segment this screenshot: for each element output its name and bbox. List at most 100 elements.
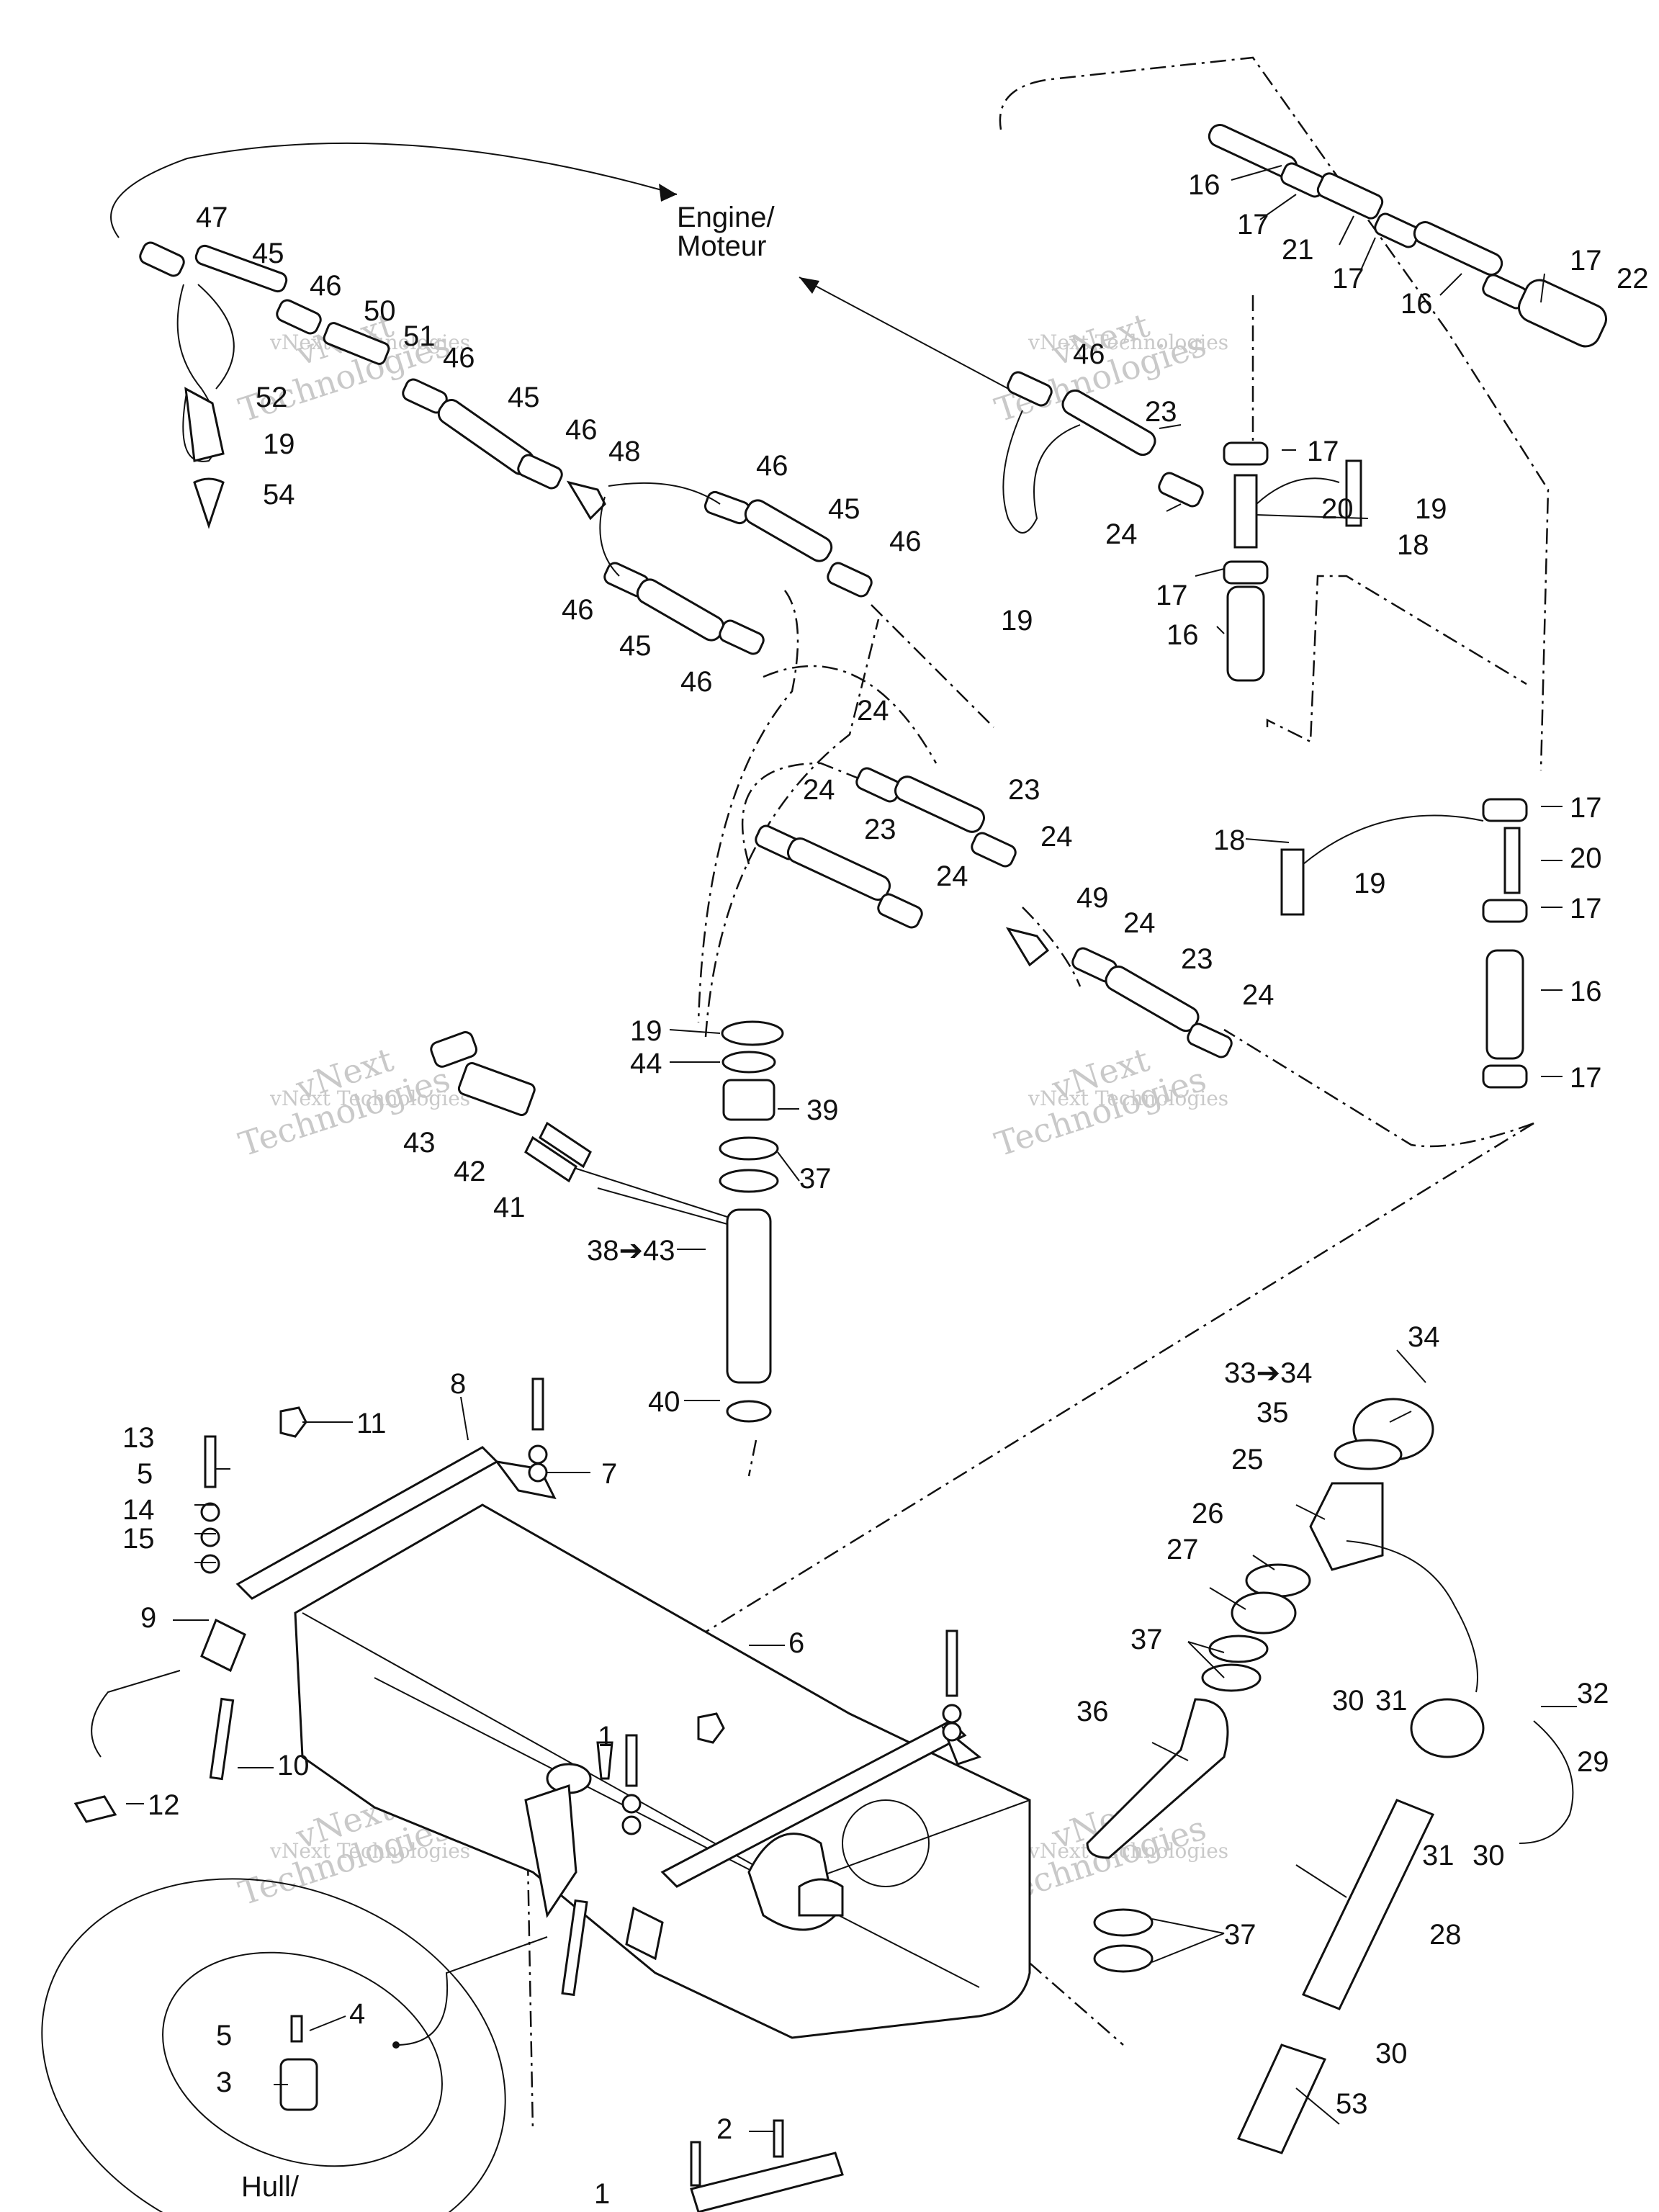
callout-40: 40: [648, 1386, 680, 1418]
callout-23: 23: [1008, 774, 1040, 806]
callout-27: 27: [1166, 1534, 1199, 1565]
callout-17: 17: [1307, 436, 1339, 467]
engine-arrows: [110, 142, 1016, 393]
callout-19: 19: [1354, 868, 1386, 899]
callout-6: 6: [788, 1627, 804, 1659]
callout-16: 16: [1401, 288, 1433, 320]
callout-37: 37: [799, 1163, 832, 1195]
callout-46: 46: [565, 414, 598, 446]
engine-label-line1: Engine/: [677, 202, 775, 233]
callout-18: 18: [1213, 824, 1246, 856]
callout-49: 49: [1076, 882, 1109, 914]
callout-2: 2: [716, 2113, 732, 2145]
callout-46: 46: [562, 594, 594, 626]
callout-17: 17: [1570, 1062, 1602, 1094]
callout-23: 23: [1145, 396, 1177, 428]
callout-7: 7: [601, 1458, 617, 1490]
callout-52: 52: [256, 382, 288, 413]
callout-46: 46: [310, 270, 342, 302]
callout-16: 16: [1188, 169, 1220, 201]
callout-46: 46: [680, 666, 713, 698]
callout-46: 46: [1073, 338, 1105, 370]
watermark-text: vNext Technologies: [1028, 1087, 1228, 1110]
callout-29: 29: [1577, 1746, 1609, 1778]
callout-16: 16: [1570, 976, 1602, 1007]
callout-4: 4: [349, 1998, 365, 2030]
callout-31: 31: [1422, 1840, 1455, 1871]
callout-24: 24: [1123, 907, 1156, 939]
callout-24: 24: [1105, 518, 1138, 550]
callout-5: 5: [137, 1458, 153, 1490]
callout-30: 30: [1473, 1840, 1505, 1871]
callout-24: 24: [1040, 821, 1073, 853]
callout-19: 19: [263, 428, 295, 460]
callout-35: 35: [1256, 1397, 1289, 1429]
watermark-text: vNext Technologies: [1028, 1839, 1228, 1863]
engine-label: Engine/ Moteur: [677, 202, 775, 262]
callout-33-34: 33➔34: [1224, 1357, 1313, 1389]
callout-46: 46: [756, 450, 788, 482]
watermark-text: vNext Technologies: [269, 1087, 470, 1110]
callout-17: 17: [1570, 893, 1602, 925]
callout-24: 24: [857, 695, 889, 727]
callout-3: 3: [216, 2067, 232, 2098]
callout-24: 24: [936, 860, 968, 892]
callout-30: 30: [1375, 2038, 1408, 2069]
callout-44: 44: [630, 1048, 662, 1079]
fuel-pickup-assembly: [430, 1020, 784, 1423]
callout-5: 5: [216, 2020, 232, 2051]
callout-14: 14: [122, 1494, 155, 1526]
callout-17: 17: [1570, 792, 1602, 824]
callout-20: 20: [1321, 493, 1354, 525]
fuel-tank: [294, 1503, 1031, 2039]
callout-45: 45: [619, 630, 652, 662]
vent-hose-assembly-right: [1002, 124, 1607, 682]
middle-hose-assembly: [755, 767, 1528, 1089]
callout-48: 48: [608, 436, 641, 467]
callout-45: 45: [828, 493, 860, 525]
callout-numbers: 47 45 46 50 51 46 52 19 54 45 46 48 46 4…: [122, 169, 1649, 2210]
callout-30: 30: [1332, 1685, 1364, 1717]
callout-16: 16: [1166, 619, 1199, 651]
callout-17: 17: [1237, 209, 1269, 240]
callout-23: 23: [864, 814, 896, 845]
callout-9: 9: [140, 1602, 156, 1634]
callout-24: 24: [803, 774, 835, 806]
callout-32: 32: [1577, 1678, 1609, 1709]
callout-46: 46: [443, 342, 475, 374]
callout-47: 47: [196, 202, 228, 233]
callout-42: 42: [454, 1156, 486, 1187]
callout-45: 45: [508, 382, 540, 413]
watermark-text: vNext Technologies: [1028, 331, 1228, 354]
callout-43: 43: [403, 1127, 436, 1159]
fasteners: [73, 1377, 962, 1835]
callout-12: 12: [148, 1789, 180, 1821]
callout-28: 28: [1429, 1919, 1462, 1951]
callout-8: 8: [450, 1368, 466, 1400]
callout-17: 17: [1570, 245, 1602, 276]
callout-1: 1: [598, 1721, 613, 1753]
callout-45: 45: [252, 238, 284, 269]
watermark-text: vNext Technologies: [269, 1839, 470, 1863]
callout-38-43: 38➔43: [587, 1235, 675, 1267]
callout-51: 51: [403, 320, 436, 352]
callout-17: 17: [1156, 580, 1188, 611]
callout-19: 19: [1001, 605, 1033, 637]
callout-17: 17: [1332, 263, 1364, 295]
callout-10: 10: [277, 1750, 310, 1781]
callout-15: 15: [122, 1523, 155, 1555]
engine-label-line2: Moteur: [677, 230, 767, 262]
callout-36: 36: [1076, 1696, 1109, 1727]
callout-31: 31: [1375, 1685, 1408, 1717]
callout-46: 46: [889, 526, 922, 557]
callout-37: 37: [1130, 1624, 1163, 1655]
callout-34: 34: [1408, 1321, 1440, 1353]
vent-hose-assembly-left: [139, 241, 873, 655]
leader-lines: [126, 165, 1577, 2132]
hull-label: Hull/: [241, 2171, 300, 2203]
callout-53: 53: [1336, 2088, 1368, 2120]
callout-13: 13: [122, 1422, 155, 1454]
callout-39: 39: [806, 1094, 839, 1126]
callout-25: 25: [1231, 1444, 1264, 1475]
